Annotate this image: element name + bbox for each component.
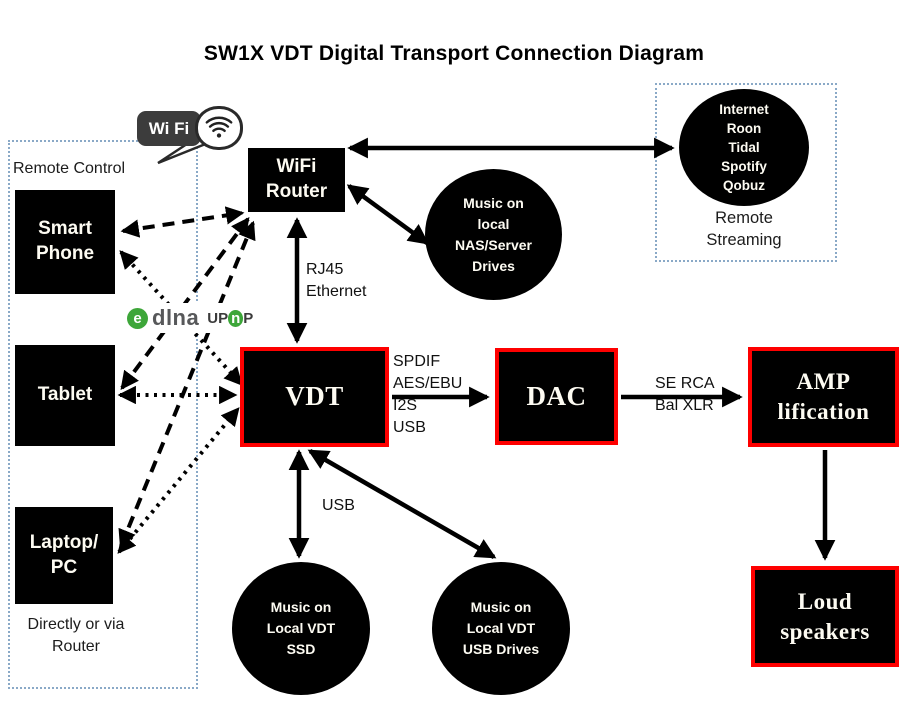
remote-streaming-group-box (655, 83, 837, 262)
loudspeakers-node: Loud speakers (751, 566, 899, 667)
amplification-node: AMP lification (748, 347, 899, 447)
edge-router-nas (346, 184, 430, 245)
upnp-text-pre: UP (207, 309, 229, 327)
upnp-n-icon: n (228, 309, 244, 327)
directly-or-via-router-label: Directly or via Router (27, 616, 125, 655)
vdt-ssd-circle: Music on Local VDT SSD (232, 562, 370, 695)
spdif-aes-i2s-usb-label: SPDIF AES/EBU I2S USB (393, 353, 463, 437)
wifi-signal-icon (205, 116, 233, 138)
diagram-title: SW1X VDT Digital Transport Connection Di… (203, 42, 705, 65)
laptop-pc-node: Laptop/ PC (15, 507, 113, 604)
remote-control-label: Remote Control (13, 160, 126, 177)
vdt-usb-drives-circle: Music on Local VDT USB Drives (432, 562, 570, 695)
wifi-badge: Wi Fi (137, 111, 201, 146)
dlna-wordmark: dlna (152, 305, 200, 330)
rj45-ethernet-label: RJ45 Ethernet (306, 261, 367, 301)
dac-node: DAC (495, 348, 618, 445)
usb-label: USB (322, 497, 355, 514)
edge-vdt-usbdrives (307, 449, 497, 559)
dlna-icon: e (127, 307, 148, 329)
remote-streaming-label: Remote Streaming (706, 209, 782, 250)
nas-server-circle: Music on local NAS/Server Drives (425, 169, 562, 300)
wifi-badge-label: Wi Fi (148, 118, 190, 138)
wifi-signal-bubble (195, 106, 243, 150)
edge-laptop-vdt (117, 407, 240, 554)
edge-phone-router (120, 206, 245, 238)
upnp-text-post: P (243, 309, 254, 327)
internet-streaming-circle: Internet Roon Tidal Spotify Qobuz (679, 89, 809, 206)
tablet-node: Tablet (15, 345, 115, 446)
wifi-router-node: WiFi Router (248, 148, 345, 212)
vdt-node: VDT (240, 347, 389, 447)
smart-phone-node: Smart Phone (15, 190, 115, 294)
se-rca-bal-xlr-label: SE RCA Bal XLR (655, 375, 715, 415)
